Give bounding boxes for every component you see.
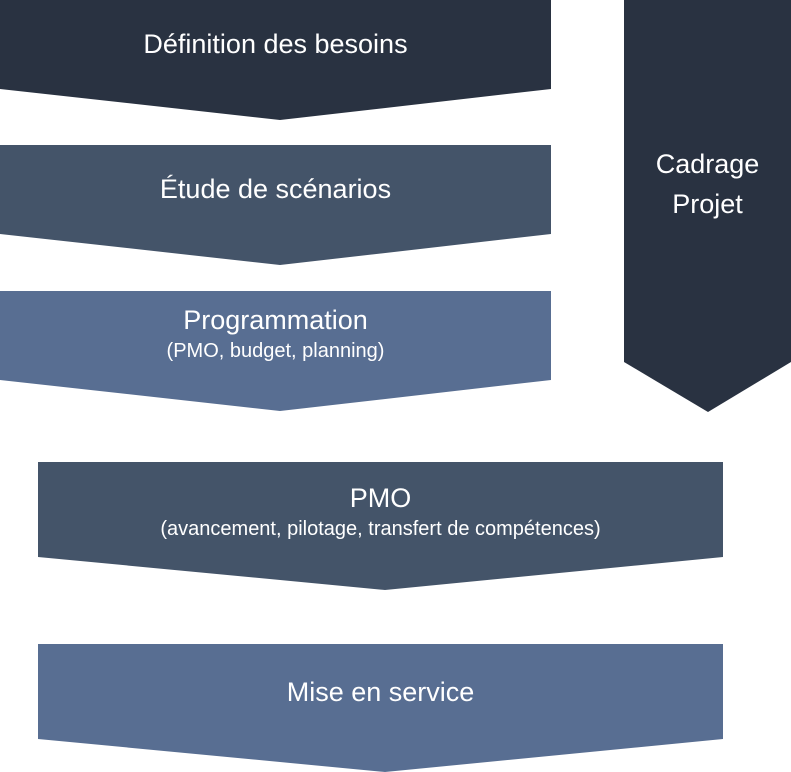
step-title: PMO (349, 483, 412, 513)
step-subtitle: (avancement, pilotage, transfert de comp… (160, 518, 601, 540)
step-title: Étude de scénarios (159, 174, 392, 204)
step-label: Mise en service (38, 676, 723, 708)
side-title-line2: Projet (672, 189, 743, 219)
step-label: Définition des besoins (0, 28, 551, 60)
side-cadrage-projet: Cadrage Projet (624, 0, 791, 412)
step-label: Programmation (PMO, budget, planning) (0, 304, 551, 363)
chevron-shape (0, 145, 551, 265)
side-label: Cadrage Projet (624, 144, 791, 224)
step-mise-en-service: Mise en service (38, 644, 723, 772)
chevron-shape (624, 0, 791, 412)
step-pmo: PMO (avancement, pilotage, transfert de … (38, 462, 723, 590)
side-title-line1: Cadrage (655, 149, 760, 179)
step-title: Mise en service (286, 677, 475, 707)
step-title: Définition des besoins (143, 29, 408, 59)
chevron-shape (38, 462, 723, 590)
step-etude-scenarios: Étude de scénarios (0, 145, 551, 265)
step-label: Étude de scénarios (0, 173, 551, 205)
step-label: PMO (avancement, pilotage, transfert de … (38, 482, 723, 541)
chevron-shape (0, 0, 551, 120)
chevron-shape (0, 291, 551, 411)
chevron-shape (38, 644, 723, 772)
step-subtitle: (PMO, budget, planning) (166, 340, 385, 362)
step-programmation: Programmation (PMO, budget, planning) (0, 291, 551, 411)
step-definition-besoins: Définition des besoins (0, 0, 551, 120)
step-title: Programmation (183, 305, 368, 335)
